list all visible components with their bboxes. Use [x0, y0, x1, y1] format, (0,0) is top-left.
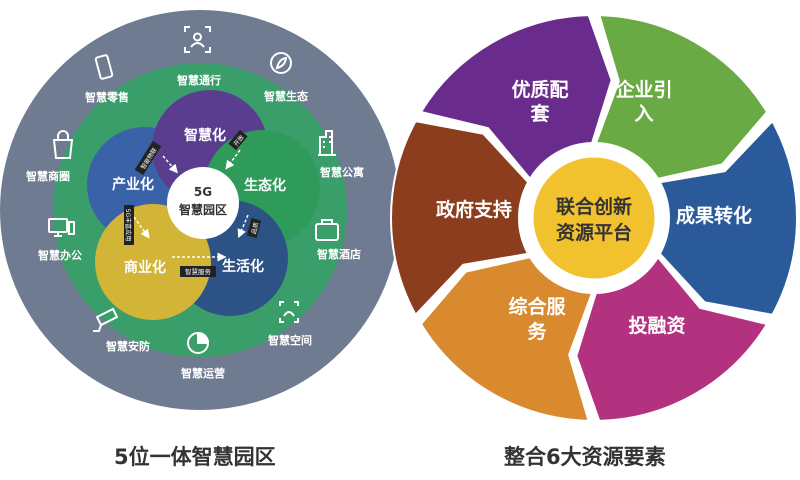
segment-touzi: [575, 255, 769, 422]
phone-icon: [94, 54, 114, 80]
left-caption: 5位一体智慧园区: [114, 445, 276, 469]
tag-fuwu-bg: [180, 266, 216, 277]
center-line1: 5G: [194, 185, 212, 199]
pie-chart-icon: [187, 331, 210, 354]
arrow-1: [162, 155, 178, 174]
label-chanye: 产业化: [112, 176, 154, 193]
center-circle: [167, 167, 239, 239]
suitcase-icon: [315, 219, 339, 241]
segment-zonghe: [419, 256, 594, 422]
ring-label-anfang: 智慧安防: [106, 339, 150, 353]
tag-fengfu: 5G丰富应用: [124, 209, 132, 241]
seg-label-zhengfu: 政府支持: [436, 198, 512, 221]
leaf-icon: [270, 52, 292, 74]
right-caption: 整合6大资源要素: [504, 445, 666, 469]
smart-park-diagram: 5G 智慧园区 智慧化 生态化 产业化 商业化 生活化 智能物联 开放 5G丰富…: [0, 10, 400, 410]
ring-label-kongjian: 智慧空间: [268, 333, 312, 347]
seg-label-zonghe-2: 务: [527, 320, 547, 343]
seg-label-touzi: 投融资: [628, 314, 685, 337]
ring-label-bangong: 智慧办公: [38, 248, 82, 262]
tag-pinzhi: 品质: [250, 221, 261, 235]
tag-fuwu: 智慧服务: [185, 267, 212, 276]
label-shangye: 商业化: [124, 259, 166, 276]
seg-label-youzhi-1: 优质配: [511, 78, 568, 101]
ring-label-shengtai: 智慧生态: [264, 89, 308, 103]
seg-label-qiye-2: 入: [634, 103, 653, 125]
ring-label-tongxing: 智慧通行: [177, 73, 221, 87]
seg-label-qiye-1: 企业引: [614, 78, 672, 101]
segment-youzhi: [419, 14, 613, 181]
face-scan-icon: [184, 26, 211, 53]
hub-line2: 资源平台: [556, 221, 632, 244]
ring-label-lingshou: 智慧零售: [85, 90, 129, 104]
hub-line1: 联合创新: [556, 195, 632, 218]
center-hub: [530, 154, 658, 282]
center-line2: 智慧园区: [178, 202, 227, 217]
arrow-4: [237, 214, 249, 239]
camera-icon: [93, 307, 119, 332]
label-zhihui: 智慧化: [183, 127, 226, 144]
tag-kaifang-bg: [228, 129, 248, 151]
ring-label-jiudian: 智慧酒店: [317, 247, 361, 261]
ring-label-shangquan: 智慧商圈: [26, 169, 70, 183]
seg-label-chengguo: 成果转化: [676, 204, 752, 227]
tag-fengfu-bg: [124, 205, 134, 245]
seg-label-zonghe-1: 综合服: [508, 295, 566, 318]
building-icon: [318, 130, 336, 156]
segment-qiye: [594, 14, 769, 180]
tag-pinzhi-bg: [246, 218, 262, 238]
segment-zhengfu: [390, 120, 530, 317]
seg-label-youzhi-2: 套: [529, 102, 550, 125]
monitor-icon: [48, 218, 75, 237]
hand-scan-icon: [279, 301, 299, 323]
segment-chengguo: [658, 119, 798, 316]
resource-platform-diagram: 联合创新 资源平台 企业引 入 成果转化 投融资 综合服 务 政府支持 优质配 …: [390, 14, 798, 422]
ring-label-yunying: 智慧运营: [181, 366, 225, 380]
label-shenghuo: 生活化: [222, 258, 264, 275]
arrow-2: [225, 149, 241, 170]
label-shengtai: 生态化: [244, 177, 286, 194]
arrow-3: [130, 212, 150, 239]
ring-label-gongyu: 智慧公寓: [320, 165, 364, 179]
tag-zhineng-bg: [134, 140, 162, 176]
shopping-bag-icon: [52, 130, 74, 159]
